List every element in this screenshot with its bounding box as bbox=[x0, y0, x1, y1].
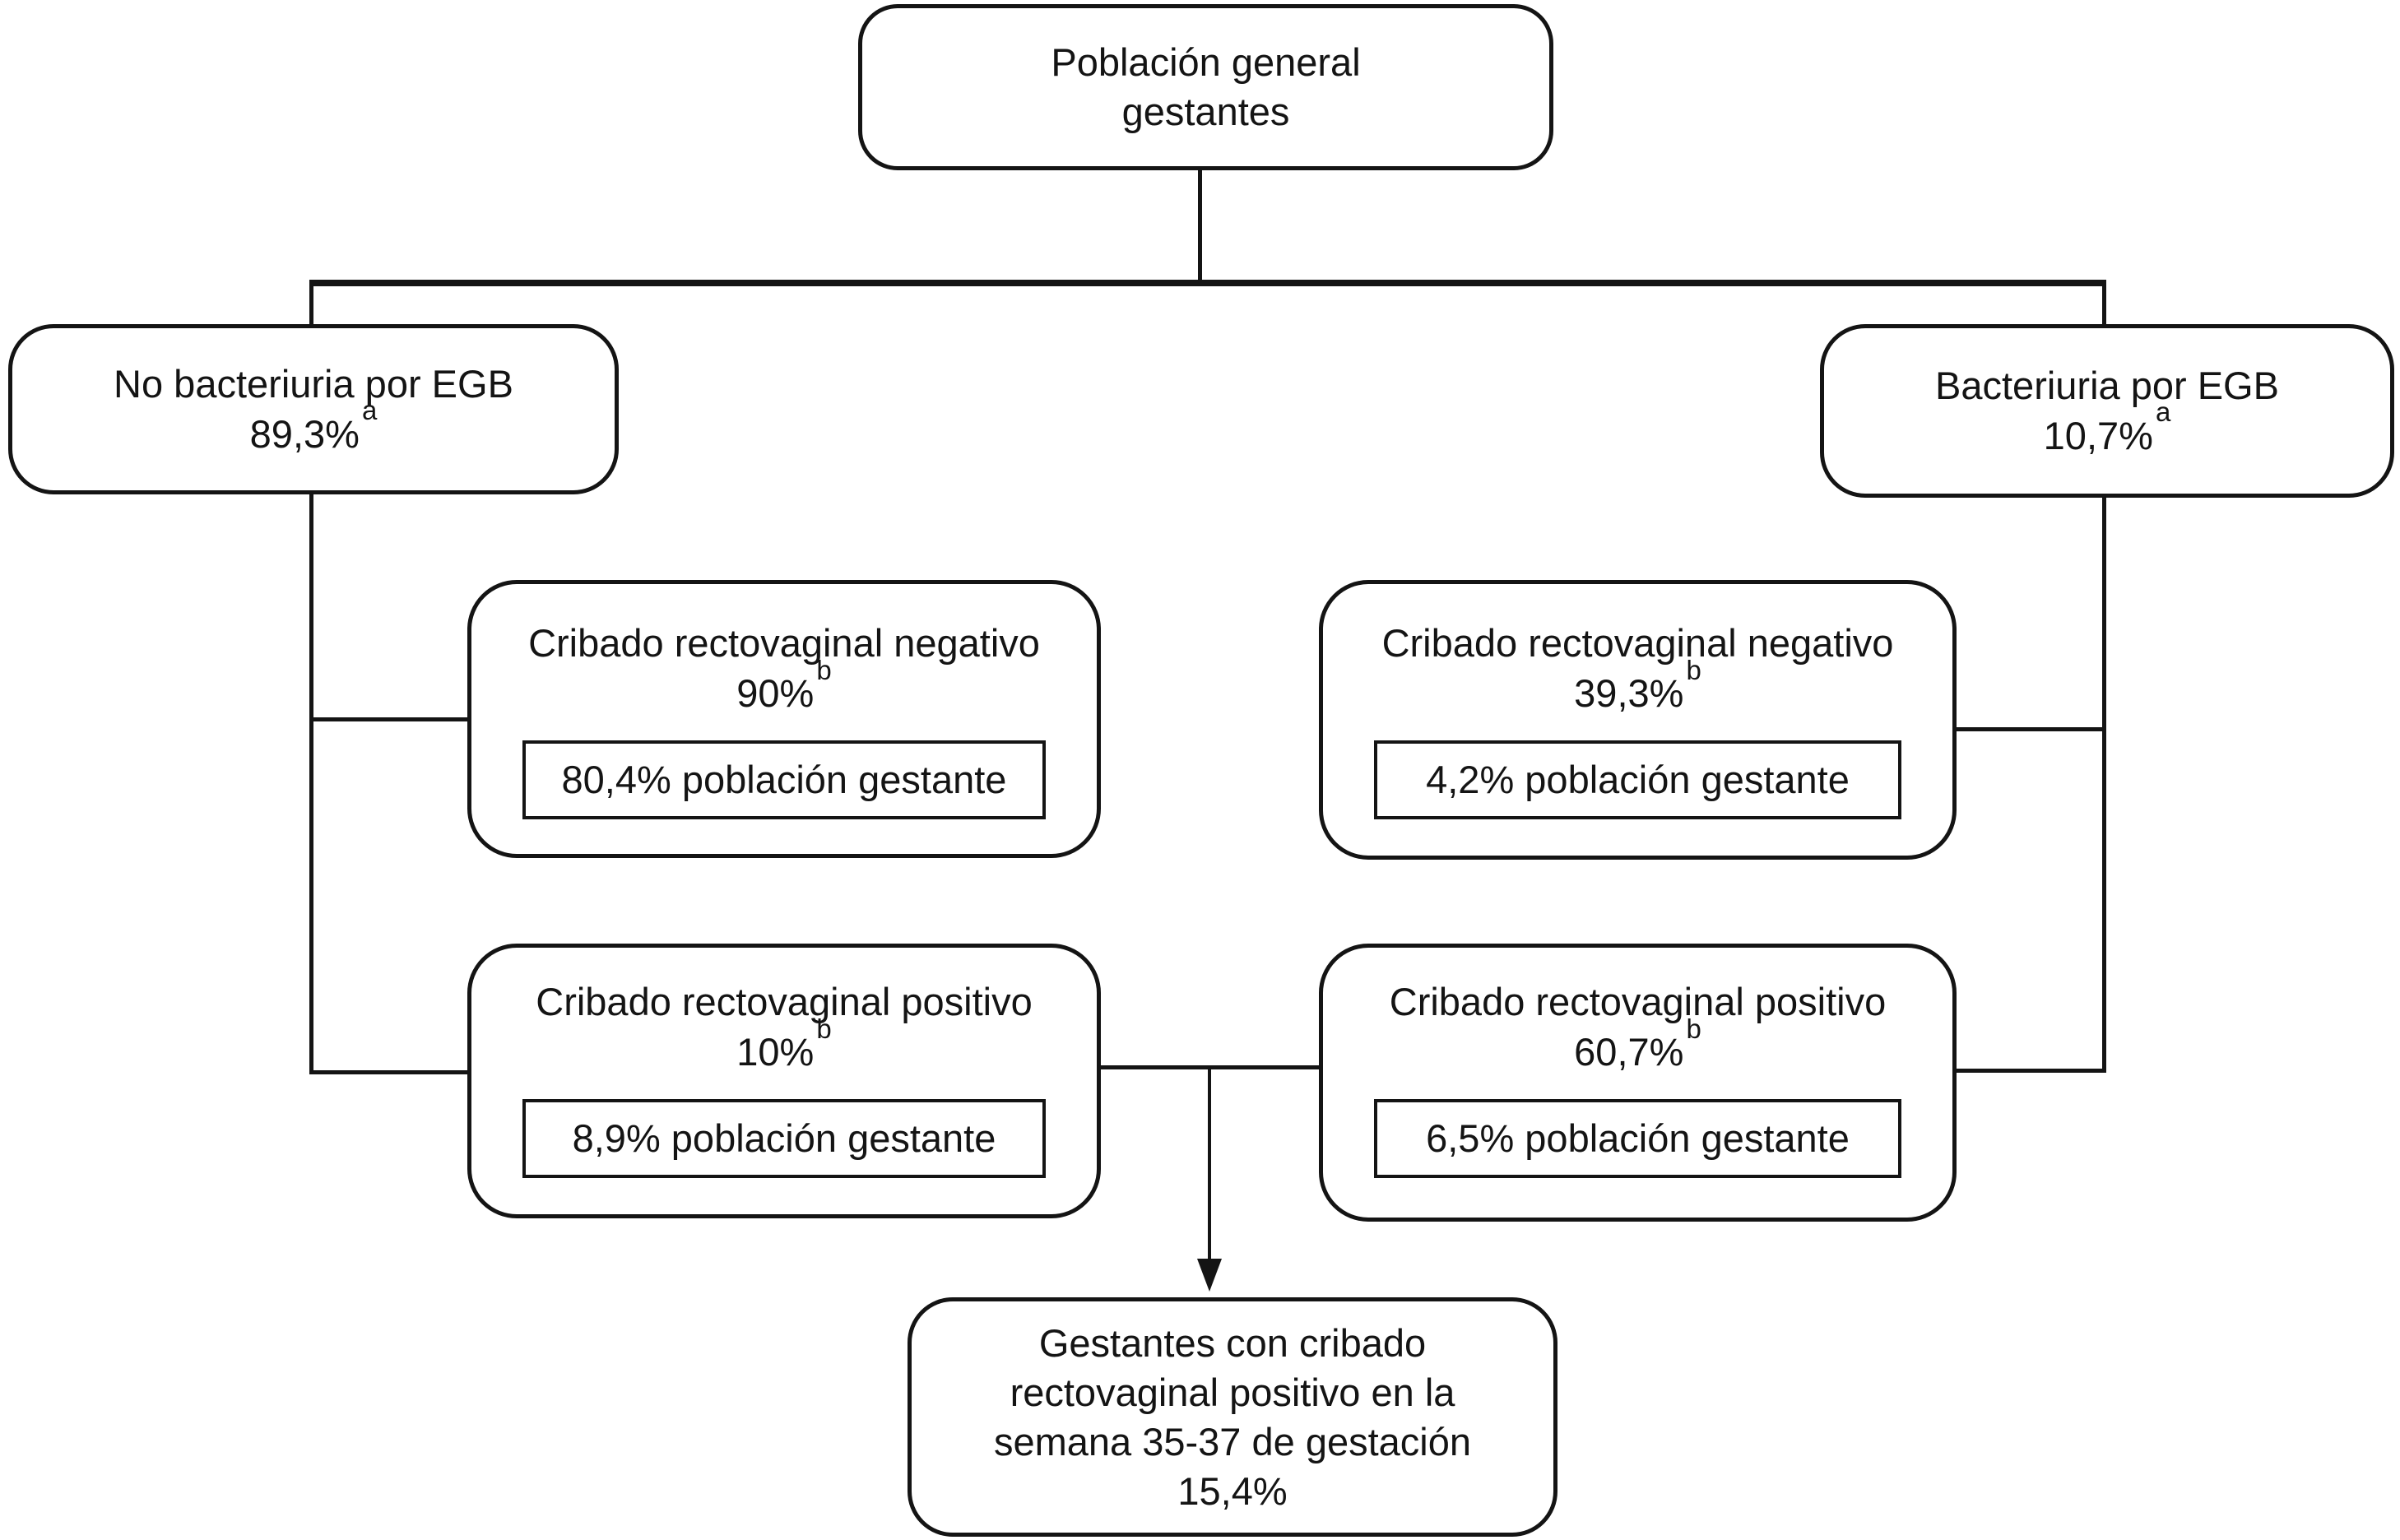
footnote-marker: a bbox=[2155, 397, 2171, 428]
node-text-line: Gestantes con cribado bbox=[1038, 1320, 1427, 1365]
node-text-line: rectovaginal positivo en la bbox=[1010, 1370, 1455, 1414]
percentage-value: 10,7% bbox=[2043, 413, 2153, 457]
connector-right-branch-top bbox=[1957, 727, 2105, 731]
footnote-marker: b bbox=[1686, 654, 1701, 685]
node-value: 10%b bbox=[736, 1015, 831, 1078]
footnote-marker: b bbox=[816, 1013, 832, 1044]
population-share-box: 4,2% población gestante bbox=[1374, 740, 1901, 819]
node-bacteriuria: Bacteriuria por EGB 10,7%a bbox=[1820, 324, 2394, 498]
connector-right-trunk bbox=[2102, 495, 2106, 1073]
population-share-box: 6,5% población gestante bbox=[1374, 1099, 1901, 1178]
node-value: 39,3%b bbox=[1574, 656, 1701, 719]
node-cribado-positivo-izq: Cribado rectovaginal positivo 10%b 8,9% … bbox=[467, 944, 1101, 1218]
node-cribado-negativo-der: Cribado rectovaginal negativo 39,3%b 4,2… bbox=[1319, 580, 1957, 860]
percentage-value: 39,3% bbox=[1574, 671, 1684, 715]
node-title: Cribado rectovaginal negativo bbox=[528, 621, 1040, 665]
connector-left-drop bbox=[309, 280, 313, 326]
node-text-line: semana 35-37 de gestación bbox=[993, 1419, 1472, 1463]
connector-right-drop bbox=[2102, 280, 2106, 326]
percentage-value: 90% bbox=[736, 671, 815, 715]
node-title: No bacteriuria por EGB bbox=[114, 361, 513, 406]
node-title: Cribado rectovaginal negativo bbox=[1381, 621, 1894, 665]
population-share-box: 8,9% población gestante bbox=[522, 1099, 1046, 1178]
arrowhead-down-icon bbox=[1197, 1259, 1222, 1292]
percentage-value: 60,7% bbox=[1574, 1030, 1684, 1074]
node-cribado-negativo-izq: Cribado rectovaginal negativo 90%b 80,4%… bbox=[467, 580, 1101, 858]
node-value: 89,3%a bbox=[249, 397, 378, 460]
connector-root-stem bbox=[1198, 170, 1202, 283]
footnote-marker: b bbox=[816, 654, 832, 685]
connector-left-branch-top bbox=[311, 717, 467, 721]
footnote-marker: b bbox=[1686, 1013, 1701, 1044]
node-value: 60,7%b bbox=[1574, 1015, 1701, 1078]
node-cribado-positivo-der: Cribado rectovaginal positivo 60,7%b 6,5… bbox=[1319, 944, 1957, 1222]
population-share-text: 6,5% población gestante bbox=[1426, 1116, 1850, 1160]
node-title: Cribado rectovaginal positivo bbox=[536, 980, 1033, 1023]
node-value: 90%b bbox=[736, 656, 831, 719]
node-title: Bacteriuria por EGB bbox=[1935, 363, 2279, 407]
node-text-line: gestantes bbox=[1121, 90, 1290, 133]
node-no-bacteriuria: No bacteriuria por EGB 89,3%a bbox=[8, 324, 619, 494]
node-poblacion-general: Población general gestantes bbox=[858, 4, 1553, 170]
footnote-marker: a bbox=[361, 395, 378, 426]
node-value: 10,7%a bbox=[2043, 398, 2171, 462]
connector-left-trunk bbox=[309, 492, 313, 1074]
population-share-box: 80,4% población gestante bbox=[522, 740, 1046, 819]
connector-arrow-stem bbox=[1208, 1065, 1211, 1260]
connector-main-horizontal bbox=[309, 280, 2106, 286]
percentage-value: 10% bbox=[736, 1030, 815, 1074]
node-resultado-final: Gestantes con cribado rectovaginal posit… bbox=[908, 1297, 1557, 1537]
node-text-line: 15,4% bbox=[1177, 1468, 1288, 1513]
node-text-line: Población general bbox=[1051, 40, 1361, 84]
population-share-text: 4,2% población gestante bbox=[1426, 758, 1850, 801]
population-share-text: 8,9% población gestante bbox=[572, 1116, 996, 1160]
node-title: Cribado rectovaginal positivo bbox=[1389, 980, 1887, 1023]
percentage-value: 89,3% bbox=[249, 411, 360, 456]
population-share-text: 80,4% población gestante bbox=[561, 758, 1007, 801]
connector-left-branch-bottom bbox=[311, 1070, 467, 1074]
connector-right-branch-bottom bbox=[1957, 1069, 2105, 1073]
